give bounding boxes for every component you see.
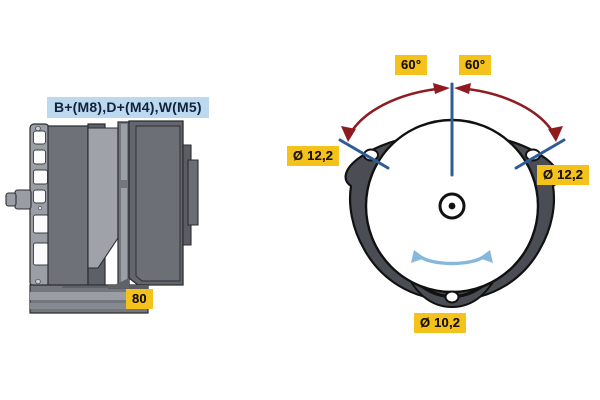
foot-taper xyxy=(62,278,129,288)
shaft-center-marker xyxy=(438,192,466,220)
rib-highlight xyxy=(121,124,127,180)
highlight-panel xyxy=(87,127,119,269)
diameter-label-bottom: Ø 10,2 xyxy=(414,313,467,333)
hole-bottom xyxy=(444,290,460,304)
length-dimension-label: 80 xyxy=(126,289,153,309)
arrowhead-arc-right-outer xyxy=(548,126,563,142)
side-view-group xyxy=(5,120,199,314)
diameter-label-upper-left: Ø 12,2 xyxy=(287,146,340,166)
angle-label-left: 60° xyxy=(395,55,428,75)
shaft-stub xyxy=(5,189,32,210)
right-boss xyxy=(187,159,199,226)
leader-line-upper-right xyxy=(514,138,566,170)
drive-end-face xyxy=(135,125,181,282)
arrowhead-arc-right-inner xyxy=(454,83,471,94)
rotation-arrowhead-right xyxy=(479,250,493,263)
rib-highlight-lower xyxy=(121,188,127,285)
terminals-label: B+(M8),D+(M4),W(M5) xyxy=(47,97,209,118)
arrowhead-arc-left-outer xyxy=(341,126,356,142)
front-view-group xyxy=(338,82,566,309)
arrowhead-arc-left-inner xyxy=(433,83,450,94)
angle-label-right: 60° xyxy=(459,55,492,75)
leader-line-upper-left xyxy=(338,138,390,170)
mounting-foot xyxy=(29,284,149,314)
rotation-arrowhead-left xyxy=(411,250,425,263)
diameter-label-upper-right: Ø 12,2 xyxy=(537,165,590,185)
